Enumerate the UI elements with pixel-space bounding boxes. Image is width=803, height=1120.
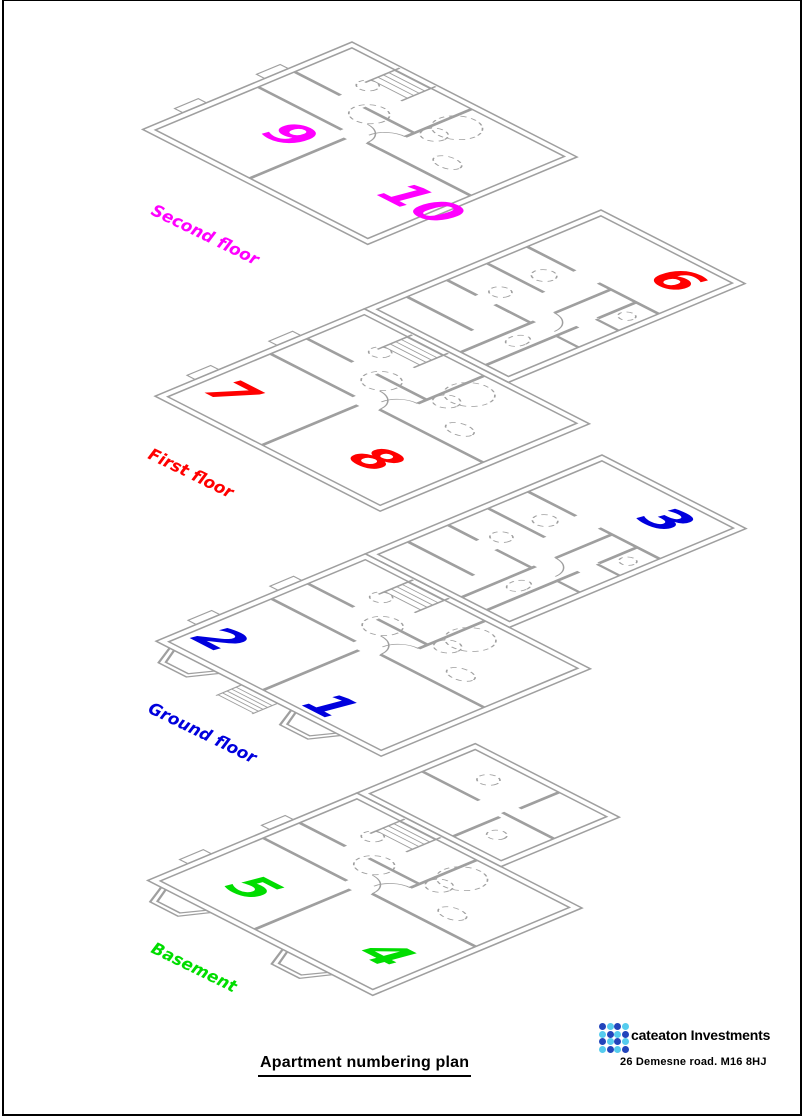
second-floor-plan: 9 10 bbox=[135, 38, 589, 250]
logo-dot bbox=[621, 1045, 629, 1053]
logo-dot bbox=[599, 1045, 606, 1053]
logo-dot bbox=[606, 1030, 614, 1038]
logo-dot bbox=[614, 1030, 621, 1038]
basement-label: Basement bbox=[148, 939, 241, 997]
apartment-number-8: 8 bbox=[334, 440, 418, 478]
logo-dot bbox=[614, 1038, 621, 1045]
apartment-number-5: 5 bbox=[211, 869, 295, 907]
logo-dot bbox=[621, 1038, 629, 1045]
logo-dot bbox=[606, 1045, 614, 1053]
ground-floor-label: Ground floor bbox=[145, 699, 260, 768]
logo-icon bbox=[599, 1023, 629, 1053]
apartment-number-7: 7 bbox=[190, 373, 274, 411]
logo-dot bbox=[621, 1023, 629, 1030]
second-floor-label: Second floor bbox=[148, 201, 263, 270]
logo-dot bbox=[621, 1030, 629, 1038]
first-floor-label: First floor bbox=[145, 445, 237, 503]
logo-dot bbox=[606, 1023, 614, 1030]
apartment-number-1: 1 bbox=[289, 687, 373, 725]
sheet-title: Apartment numbering plan bbox=[258, 1054, 472, 1077]
logo-dot bbox=[614, 1045, 621, 1053]
apartment-number-4: 4 bbox=[344, 935, 429, 974]
company-address: 26 Demesne road. M16 8HJ bbox=[620, 1056, 767, 1068]
apartment-number-3: 3 bbox=[624, 501, 708, 539]
apartment-number-10: 10 bbox=[364, 176, 479, 230]
logo-dot bbox=[614, 1023, 621, 1030]
logo-dot bbox=[599, 1023, 606, 1030]
logo-dot bbox=[599, 1030, 606, 1038]
logo-dot bbox=[599, 1038, 606, 1045]
logo-dot bbox=[606, 1038, 614, 1045]
company-name: cateaton Investments bbox=[631, 1027, 771, 1043]
